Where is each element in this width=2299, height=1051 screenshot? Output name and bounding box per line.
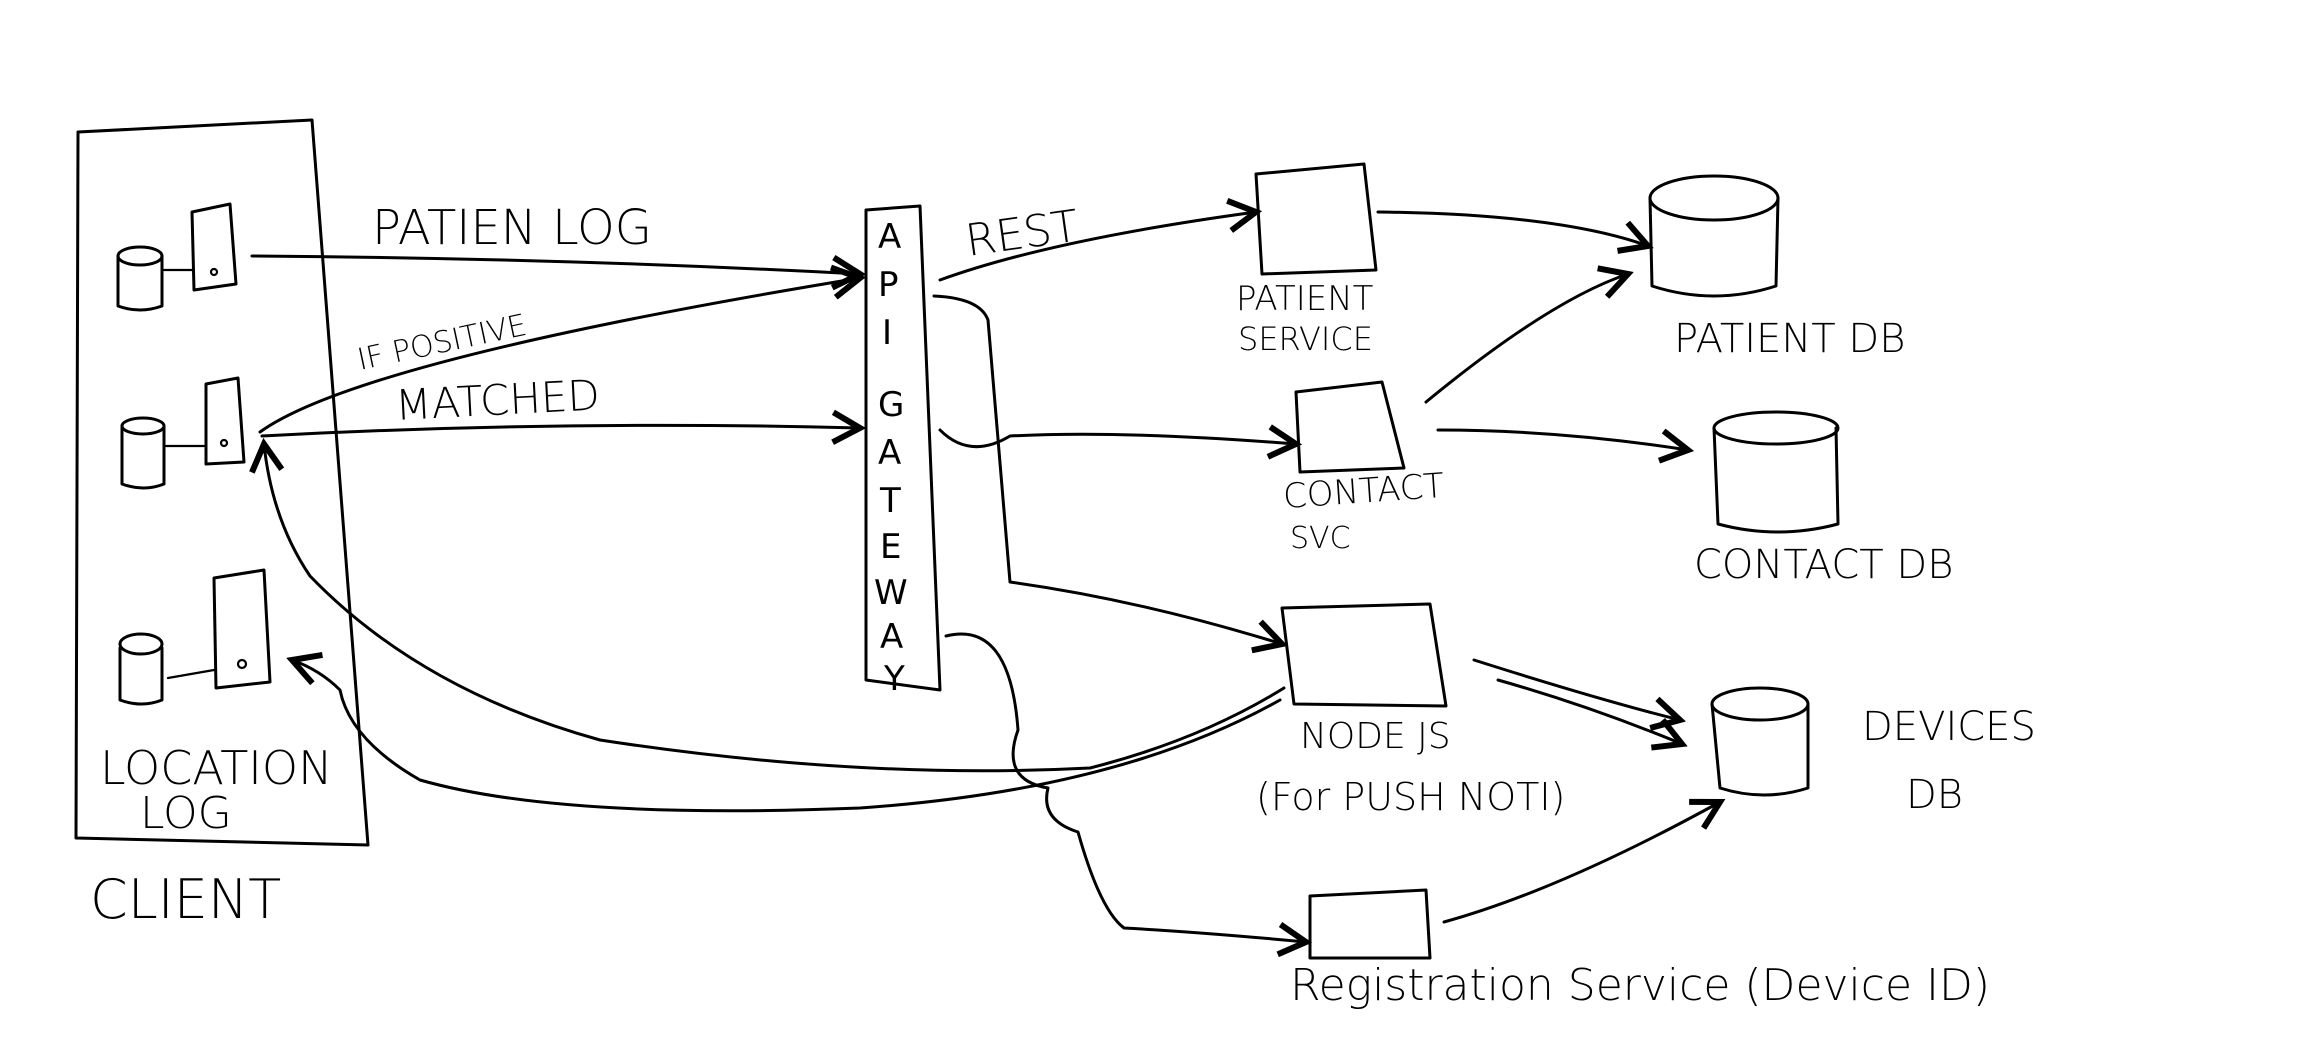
- api-gateway-letter: I: [882, 313, 892, 353]
- client-device-1: [116, 202, 238, 312]
- nodejs-box: [1280, 602, 1448, 708]
- api-gateway-letter: E: [880, 527, 901, 567]
- registration-service-label: Registration Service (Device ID): [1290, 960, 1990, 1011]
- patient-log-label: PATIEN LOG: [372, 200, 652, 256]
- service-db-links: [1376, 210, 1720, 924]
- client-device-3: [118, 568, 272, 706]
- api-gateway-box: [864, 204, 942, 692]
- api-gateway-letter: A: [878, 433, 901, 473]
- api-gateway-letters: A P I G A T E W A Y: [874, 217, 908, 699]
- contact-db-label: CONTACT DB: [1694, 542, 1953, 588]
- client-title: CLIENT: [90, 868, 281, 931]
- registration-service-box: [1308, 888, 1432, 960]
- contact-svc-label-2: SVC: [1290, 521, 1351, 556]
- if-positive-label: IF POSITIVE: [354, 308, 529, 378]
- patient-db-cylinder: [1648, 174, 1780, 298]
- client-gateway-links: [250, 254, 860, 436]
- location-log-label-2: LOG: [140, 788, 232, 839]
- patient-service-label-2: SERVICE: [1238, 320, 1373, 358]
- api-gateway-letter: G: [878, 385, 904, 425]
- api-gateway-letter: T: [879, 481, 901, 521]
- client-device-2: [120, 376, 246, 490]
- patient-service-box: [1254, 162, 1378, 276]
- contact-db-cylinder: [1712, 410, 1840, 534]
- patient-service-label-1: PATIENT: [1236, 279, 1374, 319]
- api-gateway-letter: A: [880, 617, 903, 657]
- devices-db-label-2: DB: [1906, 772, 1963, 818]
- devices-db-label-1: DEVICES: [1862, 704, 2036, 750]
- api-gateway-letter: A: [878, 217, 901, 257]
- gateway-service-links: [932, 212, 1306, 942]
- contact-svc-label-1: CONTACT: [1282, 466, 1446, 517]
- contact-svc-box: [1294, 380, 1406, 474]
- location-log-label-1: LOCATION: [100, 741, 333, 795]
- api-gateway-letter: P: [878, 265, 899, 305]
- nodejs-label-2: (For PUSH NOTI): [1256, 775, 1565, 819]
- api-gateway-letter: W: [874, 573, 908, 613]
- api-gateway-letter: Y: [883, 659, 905, 699]
- matched-label: MATCHED: [394, 370, 601, 430]
- patient-db-label: PATIENT DB: [1674, 316, 1905, 362]
- devices-db-cylinder: [1710, 686, 1810, 797]
- push-notification-links: [264, 444, 1286, 813]
- client-box: [74, 118, 370, 847]
- nodejs-label-1: NODE JS: [1300, 716, 1451, 757]
- rest-label: REST: [962, 201, 1081, 267]
